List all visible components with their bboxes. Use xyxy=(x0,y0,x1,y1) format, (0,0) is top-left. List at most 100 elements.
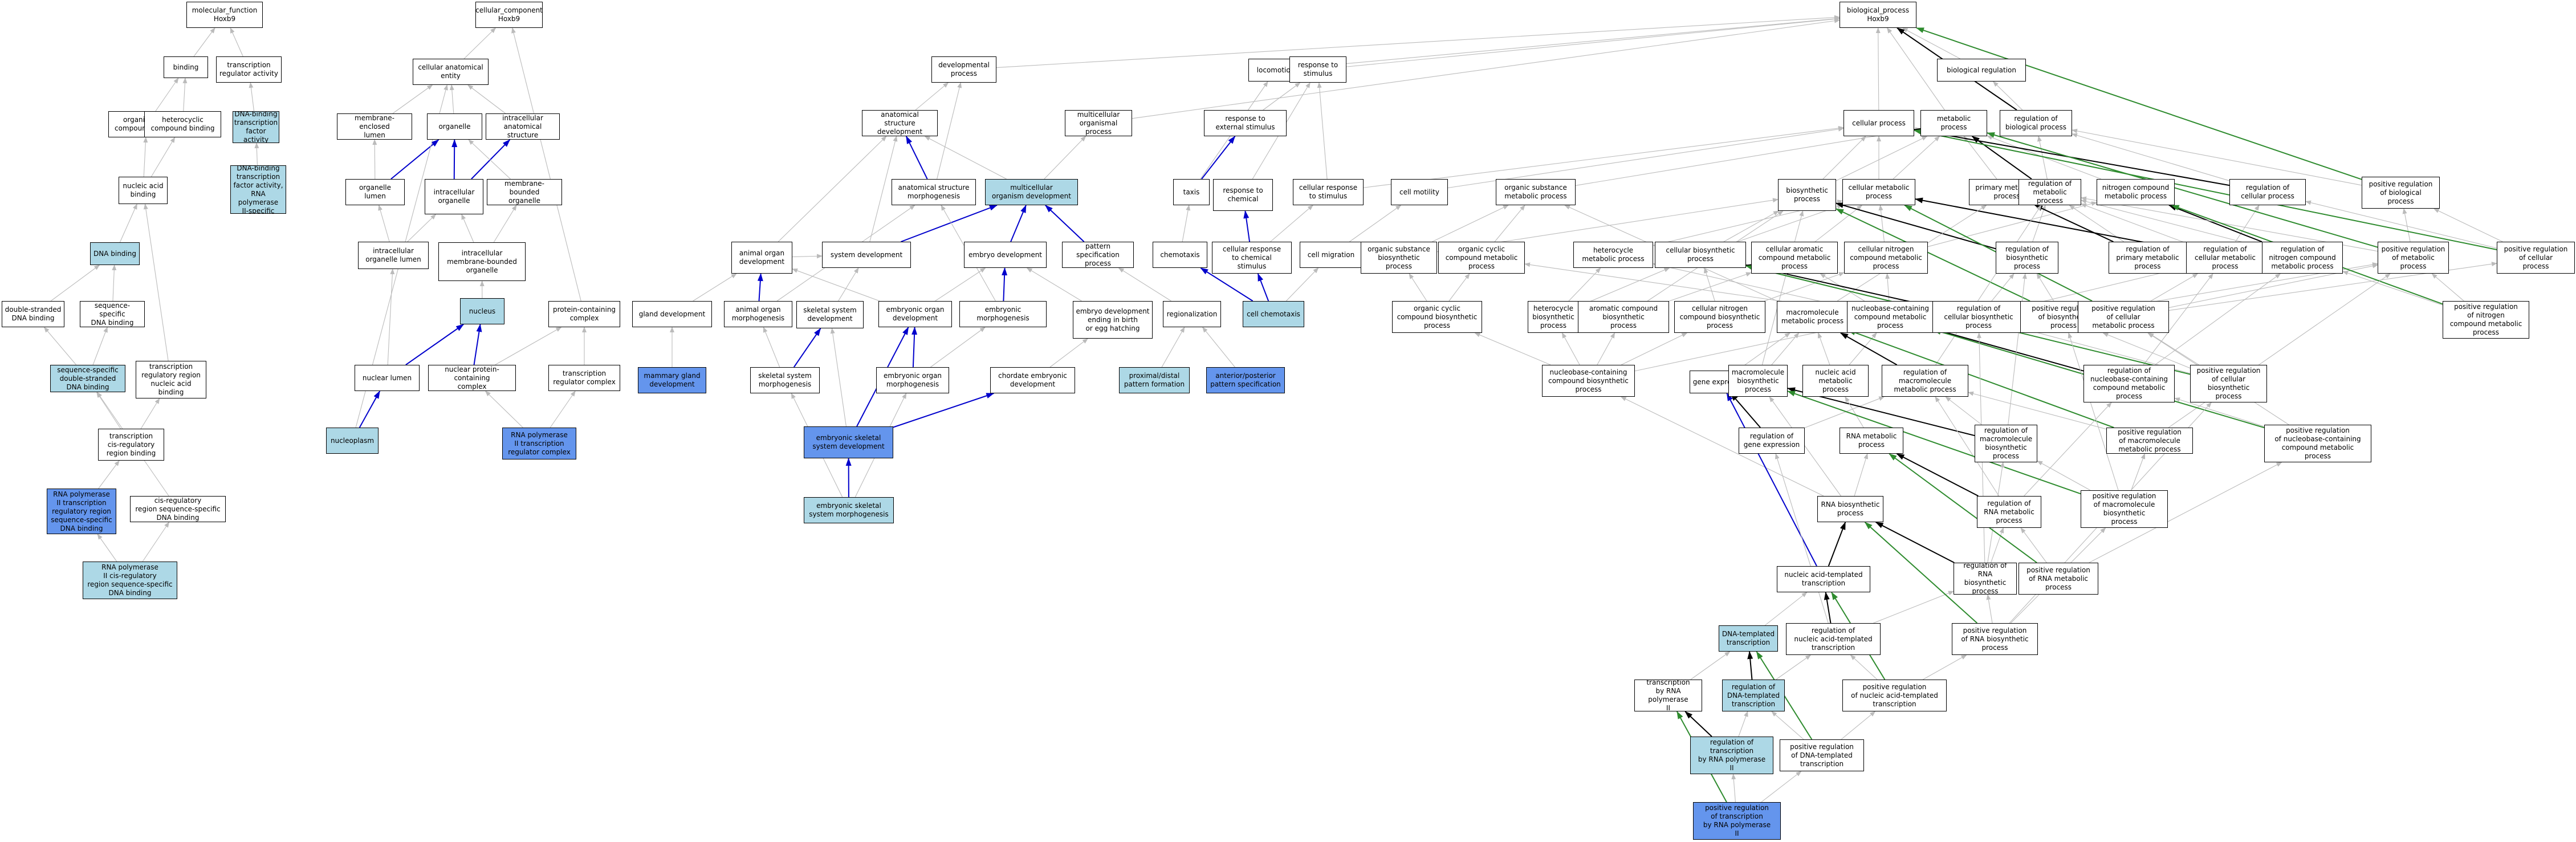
go-term-cc[interactable]: cellular_component Hoxb9 xyxy=(475,2,543,28)
go-term-prnatt[interactable]: positive regulation of nucleic acid-temp… xyxy=(1842,680,1947,711)
go-term-ncmp[interactable]: nitrogen compound metabolic process xyxy=(2097,179,2175,205)
go-term-prcmp[interactable]: positive regulation of cellular metaboli… xyxy=(2078,301,2169,333)
go-term-cncbp[interactable]: cellular nitrogen compound biosynthetic … xyxy=(1674,301,1765,333)
go-term-iol[interactable]: intracellular organelle lumen xyxy=(358,242,429,269)
go-term-rdtt[interactable]: regulation of DNA-templated transcriptio… xyxy=(1722,680,1785,711)
go-term-dbtfa[interactable]: DNA-binding transcription factor activit… xyxy=(233,111,279,143)
go-term-osbp[interactable]: organic substance biosynthetic process xyxy=(1361,242,1437,274)
go-term-eom[interactable]: embryonic organ morphogenesis xyxy=(876,367,949,393)
go-term-prcp[interactable]: positive regulation of cellular process xyxy=(2497,242,2575,274)
go-term-eod[interactable]: embryonic organ development xyxy=(878,301,952,327)
go-term-tcrrb[interactable]: transcription cis-regulatory region bind… xyxy=(98,429,164,461)
go-term-dsdna[interactable]: double-stranded DNA binding xyxy=(2,301,64,327)
go-term-prmabp[interactable]: positive regulation of macromolecule bio… xyxy=(2081,490,2168,528)
go-term-trp2[interactable]: transcription by RNA polymerase II xyxy=(1634,680,1702,711)
go-term-rnatt[interactable]: regulation of nucleic acid-templated tra… xyxy=(1786,623,1881,655)
go-term-trc[interactable]: transcription regulator complex xyxy=(548,365,620,391)
go-term-ssdsdna[interactable]: sequence-specific double-stranded DNA bi… xyxy=(50,365,125,392)
go-term-rbiosp[interactable]: regulation of biosynthetic process xyxy=(1996,242,2058,274)
go-term-prmp[interactable]: positive regulation of metabolic process xyxy=(2378,242,2449,274)
go-term-cacmp[interactable]: cellular aromatic compound metabolic pro… xyxy=(1751,242,1838,274)
go-term-cncmp[interactable]: cellular nitrogen compound metabolic pro… xyxy=(1844,242,1928,274)
go-term-embdev[interactable]: embryo development xyxy=(964,242,1047,268)
go-term-asd[interactable]: anatomical structure development xyxy=(862,110,938,136)
go-term-pcc[interactable]: protein-containing complex xyxy=(548,301,620,327)
go-term-rp2trc[interactable]: RNA polymerase II transcription regulato… xyxy=(502,428,576,459)
go-term-crtc[interactable]: cellular response to chemical stimulus xyxy=(1212,242,1292,274)
go-term-rmamp[interactable]: regulation of macromolecule metabolic pr… xyxy=(1882,365,1968,397)
go-term-rtes[interactable]: response to external stimulus xyxy=(1204,110,1287,136)
go-term-rcbp[interactable]: regulation of cellular biosynthetic proc… xyxy=(1932,301,2025,333)
go-term-nbccbp[interactable]: nucleobase-containing compound biosynthe… xyxy=(1542,365,1635,397)
go-term-rnamp[interactable]: RNA metabolic process xyxy=(1840,428,1903,454)
go-term-intorg[interactable]: intracellular organelle xyxy=(425,179,483,214)
go-term-mf[interactable]: molecular_function Hoxb9 xyxy=(186,2,263,28)
go-term-esm[interactable]: embryonic skeletal system morphogenesis xyxy=(804,497,894,523)
go-term-biosp[interactable]: biosynthetic process xyxy=(1778,179,1836,211)
go-term-ced[interactable]: chordate embryonic development xyxy=(990,367,1075,393)
go-term-prtrp2[interactable]: positive regulation of transcription by … xyxy=(1693,802,1781,840)
go-term-prbp[interactable]: positive regulation of biological proces… xyxy=(2362,177,2440,209)
go-term-mgd[interactable]: mammary gland development xyxy=(638,367,706,393)
go-term-aod[interactable]: animal organ development xyxy=(731,242,792,274)
go-term-orglumen[interactable]: organelle lumen xyxy=(345,179,405,205)
go-term-treg[interactable]: transcription regulator activity xyxy=(216,56,282,83)
go-term-cellmig[interactable]: cell migration xyxy=(1300,242,1362,268)
go-term-rncmp[interactable]: regulation of nitrogen compound metaboli… xyxy=(2262,242,2343,274)
go-term-prcbp[interactable]: positive regulation of cellular biosynth… xyxy=(2190,365,2267,402)
go-term-metp[interactable]: metabolic process xyxy=(1920,110,1987,136)
go-term-macmp[interactable]: macromolecule metabolic process xyxy=(1777,301,1848,333)
go-term-cbp[interactable]: cellular biosynthetic process xyxy=(1655,242,1746,268)
go-term-nucleus[interactable]: nucleus xyxy=(460,298,504,324)
go-term-binding[interactable]: binding xyxy=(164,56,208,78)
go-term-glanddev[interactable]: gland development xyxy=(632,301,712,327)
go-term-prdtt[interactable]: positive regulation of DNA-templated tra… xyxy=(1780,739,1864,771)
go-term-crrss[interactable]: cis-regulatory region sequence-specific … xyxy=(130,496,226,522)
go-term-hccb[interactable]: heterocyclic compound binding xyxy=(144,111,221,137)
go-term-rnabp[interactable]: RNA biosynthetic process xyxy=(1817,496,1883,522)
go-term-occbp[interactable]: organic cyclic compound biosynthetic pro… xyxy=(1392,301,1482,333)
go-term-devp[interactable]: developmental process xyxy=(931,56,996,83)
go-term-emorph[interactable]: embryonic morphogenesis xyxy=(959,301,1047,327)
go-term-ssd[interactable]: skeletal system development xyxy=(796,301,864,328)
go-term-trrna[interactable]: transcription regulatory region nucleic … xyxy=(136,361,206,398)
go-term-mop[interactable]: multicellular organismal process xyxy=(1065,110,1132,136)
go-term-prmamp[interactable]: positive regulation of macromolecule met… xyxy=(2106,428,2193,454)
go-term-cae[interactable]: cellular anatomical entity xyxy=(413,59,489,85)
go-term-appsp[interactable]: anterior/posterior pattern specification xyxy=(1206,367,1285,393)
go-term-rp2trr[interactable]: RNA polymerase II transcription regulato… xyxy=(47,489,116,534)
go-term-dnab[interactable]: DNA binding xyxy=(90,242,140,265)
go-term-rtrp2[interactable]: regulation of transcription by RNA polym… xyxy=(1690,737,1773,774)
go-term-nucleoplasm[interactable]: nucleoplasm xyxy=(326,428,379,454)
go-term-npcc[interactable]: nuclear protein-containing complex xyxy=(428,365,516,391)
go-term-mbo[interactable]: membrane-bounded organelle xyxy=(487,179,562,205)
go-term-hmp[interactable]: heterocycle metabolic process xyxy=(1573,242,1653,268)
go-term-ese[interactable]: embryonic skeletal system development xyxy=(804,426,893,458)
go-term-bp[interactable]: biological_process Hoxb9 xyxy=(1840,2,1916,28)
go-term-pdpf[interactable]: proximal/distal pattern formation xyxy=(1119,367,1190,393)
go-term-nbccmp[interactable]: nucleobase-containing compound metabolic… xyxy=(1847,301,1934,333)
go-term-rts[interactable]: response to stimulus xyxy=(1289,56,1346,83)
go-term-crs[interactable]: cellular response to stimulus xyxy=(1293,179,1364,205)
go-term-prrnabp[interactable]: positive regulation of RNA biosynthetic … xyxy=(1952,623,2038,655)
go-term-occmp[interactable]: organic cyclic compound metabolic proces… xyxy=(1438,242,1525,274)
go-term-acbp[interactable]: aromatic compound biosynthetic process xyxy=(1578,301,1669,333)
go-term-asm[interactable]: anatomical structure morphogenesis xyxy=(892,179,976,205)
go-term-organelle[interactable]: organelle xyxy=(427,113,482,140)
go-term-rmp[interactable]: regulation of metabolic process xyxy=(2019,179,2081,205)
go-term-rge[interactable]: regulation of gene expression xyxy=(1739,428,1805,454)
go-term-nlumen[interactable]: nuclear lumen xyxy=(355,365,420,391)
go-term-cellmot[interactable]: cell motility xyxy=(1391,179,1448,205)
go-term-sysdev[interactable]: system development xyxy=(822,242,911,268)
go-term-aom[interactable]: animal organ morphogenesis xyxy=(724,301,792,327)
go-term-ias[interactable]: intracellular anatomical structure xyxy=(486,113,560,140)
go-term-edeb[interactable]: embryo development ending in birth or eg… xyxy=(1073,301,1153,339)
go-term-dtt[interactable]: DNA-templated transcription xyxy=(1719,625,1778,652)
go-term-mabp[interactable]: macromolecule biosynthetic process xyxy=(1728,365,1788,397)
go-term-ssm[interactable]: skeletal system morphogenesis xyxy=(750,367,820,393)
go-term-rrnabp[interactable]: regulation of RNA biosynthetic process xyxy=(1954,563,2017,595)
go-term-taxis[interactable]: taxis xyxy=(1173,179,1210,205)
go-term-prrnamp[interactable]: positive regulation of RNA metabolic pro… xyxy=(2019,563,2098,595)
go-term-rnbccmp[interactable]: regulation of nucleobase-containing comp… xyxy=(2083,365,2175,402)
go-term-rrnamp[interactable]: regulation of RNA metabolic process xyxy=(1977,496,2041,528)
